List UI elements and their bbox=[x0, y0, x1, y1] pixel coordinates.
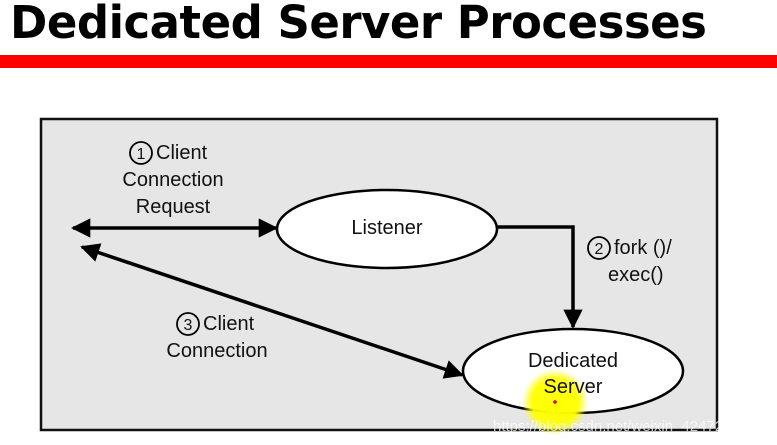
step1-line2: Connection bbox=[122, 169, 223, 191]
step3-line2: Connection bbox=[166, 340, 267, 362]
step1-line1: Client bbox=[156, 142, 208, 164]
step1-number: 1 bbox=[137, 146, 146, 163]
step2-number-circle bbox=[587, 236, 611, 260]
cursor-dot bbox=[553, 400, 557, 404]
fork-exec-arrow bbox=[498, 225, 583, 329]
step2-line1: fork ()/ bbox=[614, 237, 672, 259]
listener-node bbox=[275, 188, 499, 270]
title-underline-bar bbox=[0, 55, 777, 68]
step2-number: 2 bbox=[595, 241, 604, 258]
step2-line2: exec() bbox=[608, 264, 664, 286]
step3-number-circle bbox=[176, 312, 200, 336]
step1-number-circle bbox=[129, 141, 153, 165]
dedicated-server-label-line2: Server bbox=[544, 376, 603, 398]
step1-line3: Request bbox=[136, 196, 211, 218]
step3-line1: Client bbox=[203, 313, 255, 335]
watermark-url: https://blog.csdn.net/weixin_42472277 bbox=[493, 418, 748, 435]
client-connection-arrow bbox=[80, 243, 464, 379]
step3-number: 3 bbox=[184, 317, 193, 334]
dedicated-server-label-line1: Dedicated bbox=[528, 350, 618, 372]
listener-label: Listener bbox=[351, 217, 422, 239]
page-title: Dedicated Server Processes bbox=[10, 0, 707, 49]
